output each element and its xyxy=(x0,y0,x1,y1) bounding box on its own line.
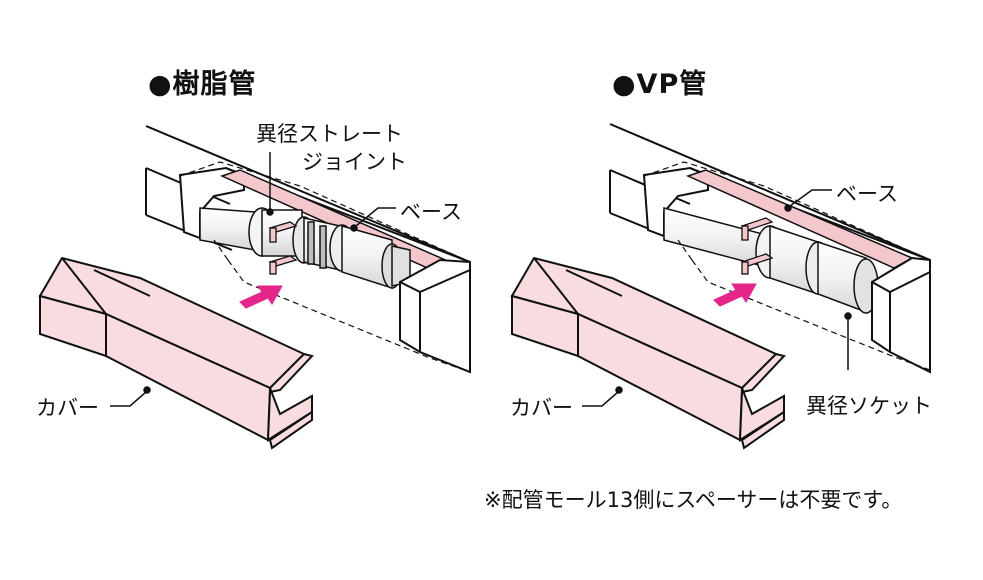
left-leaders xyxy=(110,152,396,407)
right-panel-title: ●VP管 xyxy=(612,69,708,100)
right-cover-ghost xyxy=(643,161,931,371)
right-assembly xyxy=(510,123,931,450)
right-leaders xyxy=(582,189,852,407)
label-right-cover: カバー xyxy=(510,396,573,420)
left-pipe xyxy=(199,207,256,251)
left-spacers xyxy=(268,221,298,275)
label-right-base: ベース xyxy=(836,182,898,206)
label-reducing-socket: 異径ソケット xyxy=(806,394,932,418)
label-left-base: ベース xyxy=(400,200,462,224)
right-channel-end xyxy=(871,256,931,374)
left-channel-end xyxy=(399,258,471,374)
label-straight-joint-line1: 異径ストレート xyxy=(256,122,403,146)
left-insert-arrow xyxy=(239,285,283,309)
label-straight-joint-line2: ジョイント xyxy=(302,150,407,174)
right-cover xyxy=(510,256,786,450)
left-assembly xyxy=(38,125,471,450)
footnote: ※配管モール13側にスペーサーは不要です。 xyxy=(484,488,903,512)
label-left-cover: カバー xyxy=(36,396,99,420)
right-insert-arrow xyxy=(713,283,757,307)
left-cover-ghost xyxy=(179,161,471,373)
right-socket xyxy=(755,224,879,314)
left-cover xyxy=(38,256,314,450)
left-panel-title: ●樹脂管 xyxy=(148,69,257,100)
right-spacers xyxy=(740,217,774,275)
